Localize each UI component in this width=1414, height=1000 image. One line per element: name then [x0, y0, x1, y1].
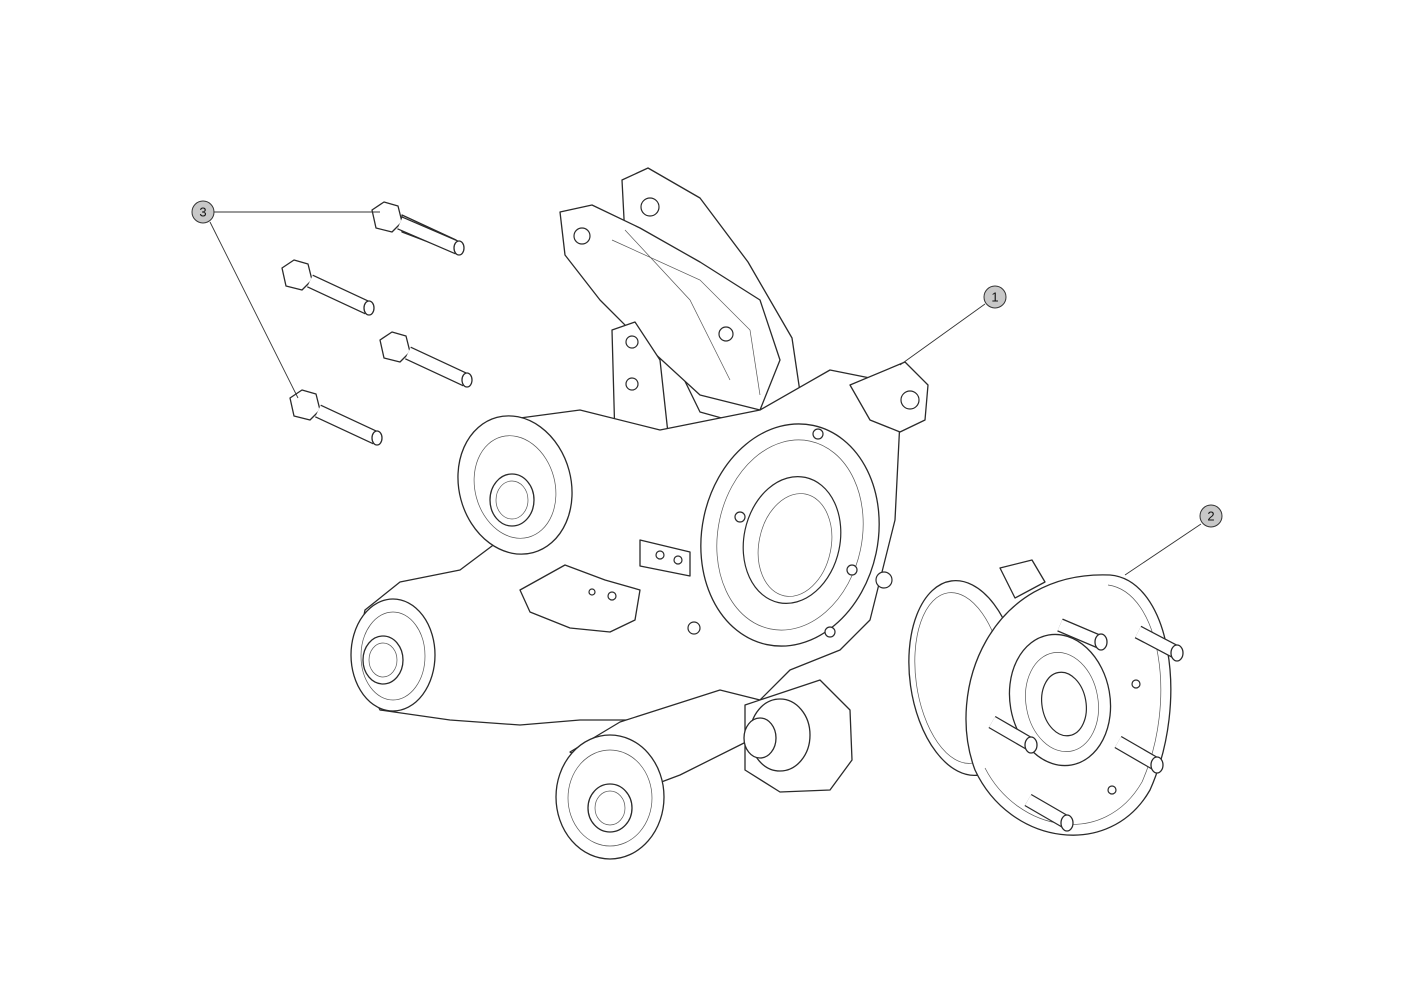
wheel-hub-part	[908, 559, 1184, 836]
callout-2-label: 2	[1207, 509, 1214, 524]
leader-lines	[209, 211, 1202, 576]
callout-1: 1	[983, 285, 1007, 309]
bolt	[289, 389, 383, 446]
knuckle-part	[350, 167, 929, 860]
callout-3: 3	[191, 200, 215, 224]
wheel-stud	[988, 715, 1038, 754]
wheel-stud	[1057, 618, 1108, 651]
wheel-stud	[1114, 735, 1164, 774]
bolt	[379, 331, 473, 388]
bolt	[371, 201, 465, 256]
bolt-set-part	[281, 201, 473, 446]
wheel-stud	[1134, 625, 1184, 662]
callout-1-label: 1	[991, 290, 998, 305]
wheel-stud	[1024, 793, 1074, 832]
bolt	[281, 259, 375, 316]
callout-3-label: 3	[199, 205, 206, 220]
callout-2: 2	[1199, 504, 1223, 528]
